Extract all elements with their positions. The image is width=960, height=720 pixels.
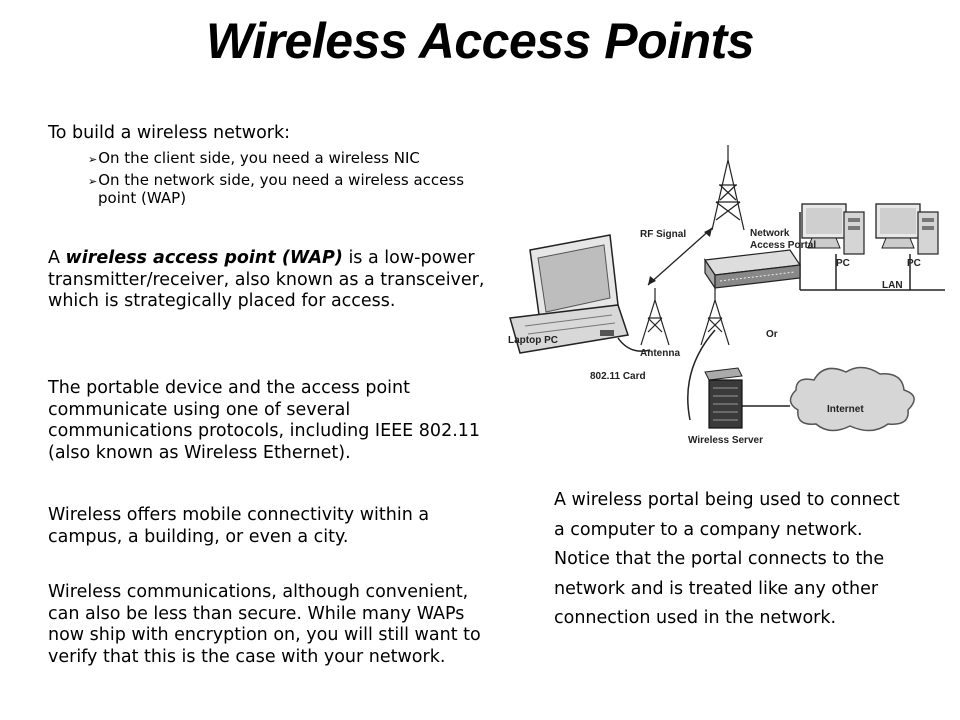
antenna-tower-icon	[711, 145, 745, 231]
label-internet: Internet	[827, 404, 864, 415]
wireless-network-diagram: RF Signal Network Access Portal PC PC LA…	[508, 145, 945, 446]
label-access-portal: Access Portal	[750, 240, 816, 251]
intro-text: To build a wireless network:	[48, 123, 291, 143]
cloud-icon	[789, 366, 915, 432]
label-network: Network	[750, 228, 790, 239]
wap-definition-lead: A	[48, 248, 66, 268]
bullet-network: ➢On the network side, you need a wireles…	[88, 171, 478, 207]
protocols-paragraph: The portable device and the access point…	[48, 378, 481, 463]
bullet-client-text: On the client side, you need a wireless …	[98, 149, 420, 167]
label-pc-1: PC	[836, 258, 850, 269]
server-icon	[704, 367, 743, 429]
access-portal-icon	[703, 249, 802, 290]
bullet-client: ➢On the client side, you need a wireless…	[88, 149, 478, 168]
wap-definition: A wireless access point (WAP) is a low-p…	[48, 248, 498, 313]
label-antenna: Antenna	[640, 348, 680, 359]
mobility-paragraph: Wireless offers mobile connectivity with…	[48, 505, 430, 547]
desktop-pc-icon	[801, 203, 865, 255]
label-pc-2: PC	[907, 258, 921, 269]
bullet-network-text: On the network side, you need a wireless…	[98, 171, 465, 207]
diagram-caption: A wireless portal being used to connect …	[554, 490, 900, 628]
antenna-tower-icon	[700, 288, 730, 346]
label-card: 802.11 Card	[590, 371, 646, 382]
label-laptop: Laptop PC	[508, 335, 558, 346]
label-wireless-server: Wireless Server	[688, 435, 763, 446]
desktop-pc-icon	[875, 203, 939, 255]
arrow-bullet-icon: ➢	[88, 175, 98, 188]
antenna-tower-icon	[640, 288, 670, 346]
wap-definition-rest: is a low-power transmitter/receiver, als…	[48, 248, 485, 311]
arrow-bullet-icon: ➢	[88, 153, 98, 166]
wap-term: wireless access point (WAP)	[65, 248, 343, 268]
label-lan: LAN	[882, 280, 903, 291]
label-rf-signal: RF Signal	[640, 229, 686, 240]
label-or: Or	[766, 329, 778, 340]
laptop-icon	[509, 234, 629, 354]
intro-block: To build a wireless network: ➢On the cli…	[48, 123, 498, 206]
slide-title: Wireless Access Points	[205, 13, 755, 69]
security-paragraph: Wireless communications, although conven…	[48, 582, 481, 667]
